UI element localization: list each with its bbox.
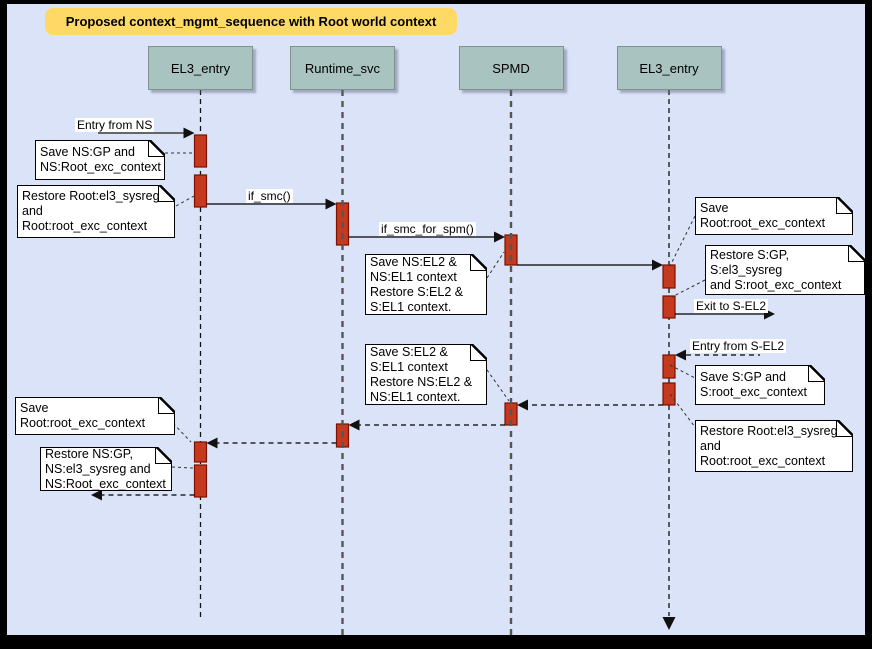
arrowhead-icon [91,489,102,501]
note-fold-icon [158,397,175,414]
activation-bar [662,295,676,319]
note-connector [171,466,194,469]
diagram-canvas: Proposed context_mgmt_sequence with Root… [7,4,865,635]
note-fold-icon [836,420,853,437]
arrowhead-icon [183,127,195,139]
message-label-entry-from-sel2: Entry from S-EL2 [690,339,787,353]
participant-runtime-svc: Runtime_svc [290,46,395,90]
lifeline-end-arrow-icon [662,617,676,630]
note-fold-icon [148,140,165,157]
note-save-ns-el2: Save NS:EL2 & NS:EL1 context Restore S:E… [365,254,487,315]
note-connector [671,279,706,298]
participant-label: SPMD [492,60,530,76]
note-restore-s-gp: Restore S:GP, S:el3_sysreg and S:root_ex… [705,245,865,295]
message-label-if-smc-for-spm: if_smc_for_spm() [379,222,476,236]
participant-label: EL3_entry [170,60,231,76]
note-save-s-el2: Save S:EL2 & S:EL1 context Restore NS:EL… [365,344,487,405]
activation-bar [662,264,676,289]
message-label-exit-to-sel2: Exit to S-EL2 [694,299,769,313]
note-connector [175,195,195,207]
note-connector [669,215,696,267]
activation-bar [662,354,676,379]
note-fold-icon [155,447,172,464]
note-fold-icon [470,254,487,271]
note-connector [486,251,505,279]
arrowhead-icon [652,259,663,271]
note-restore-root-el3-sysreg-1: Restore Root:el3_sysreg and Root:root_ex… [17,185,175,238]
arrowhead-icon [675,349,686,361]
note-save-root-exc-context-2: Save Root:root_exc_context [15,397,175,435]
participant-el3-entry-1: EL3_entry [148,46,253,90]
note-connector [669,393,696,428]
participant-label: EL3_entry [639,60,699,76]
note-save-root-exc-context-1: Save Root:root_exc_context [695,197,853,235]
diagram-title: Proposed context_mgmt_sequence with Root… [45,8,457,35]
note-connector [168,418,192,443]
diagram-connector-layer [91,90,775,635]
activation-bar [193,464,208,498]
note-restore-root-el3-sysreg-2: Restore Root:el3_sysreg and Root:root_ex… [695,420,853,472]
arrowhead-icon [494,231,505,243]
note-save-s-gp: Save S:GP and S:root_exc_context [695,365,825,405]
note-connector [669,364,696,379]
note-save-ns-gp: Save NS:GP and NS:Root_exc_context [35,140,165,180]
arrowhead-icon [325,198,337,210]
activation-bar [193,174,208,208]
participant-label: Runtime_svc [304,60,381,76]
message-label-entry-from-ns: Entry from NS [75,118,155,132]
arrowhead-icon [348,419,360,431]
note-fold-icon [158,185,175,202]
activation-bar [193,134,208,168]
arrowhead-icon [206,437,218,449]
arrowhead-icon [517,399,528,411]
activation-bar [193,441,208,463]
participant-el3-entry-2: EL3_entry [616,46,722,90]
activation-bar [662,382,676,406]
note-fold-icon [808,365,825,382]
participant-spmd: SPMD [458,46,564,90]
note-restore-ns-gp: Restore NS:GP, NS:el3_sysreg and NS:Root… [40,447,172,491]
note-fold-icon [470,344,487,361]
note-fold-icon [836,197,853,214]
message-label-if-smc: if_smc() [246,189,293,203]
note-fold-icon [848,245,865,262]
